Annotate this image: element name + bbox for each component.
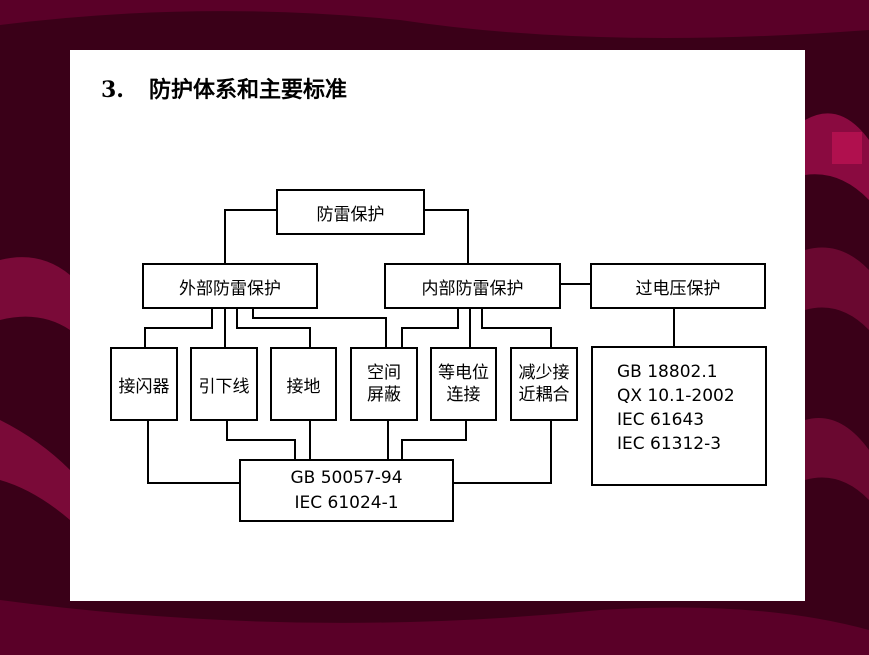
connector-airterminal-std: [147, 420, 240, 484]
connector-external-grounding: [236, 308, 311, 348]
connector-external-shielding: [252, 308, 387, 348]
box-reduce-coupling: 减少接 近耦合: [510, 347, 578, 421]
connector-internal-coupling: [481, 308, 552, 348]
box-reduce-coupling-line2: 近耦合: [518, 385, 570, 405]
box-overvoltage-protection: 过电压保护: [590, 263, 766, 309]
connector-coupling-std: [453, 420, 552, 484]
box-bonding: 等电位 连接: [430, 347, 497, 421]
box-air-terminal: 接闪器: [110, 347, 178, 421]
box-internal-protection-label: 内部防雷保护: [421, 278, 524, 299]
box-overvoltage-protection-label: 过电压保护: [635, 278, 721, 299]
title-number: 3.: [101, 77, 124, 103]
box-shielding-line1: 空间: [367, 363, 401, 383]
box-lightning-standards: GB 50057-94 IEC 61024-1: [239, 459, 454, 522]
box-reduce-coupling-line1: 减少接: [518, 363, 570, 383]
connector-root-external: [224, 209, 278, 264]
box-external-protection-label: 外部防雷保护: [179, 278, 281, 299]
box-lightning-protection: 防雷保护: [276, 189, 425, 235]
box-internal-protection: 内部防雷保护: [384, 263, 561, 309]
overvoltage-standard-3: IEC 61643: [617, 410, 705, 430]
box-external-protection: 外部防雷保护: [142, 263, 318, 309]
box-bonding-line1: 等电位: [438, 363, 489, 383]
overvoltage-standard-4: IEC 61312-3: [617, 434, 722, 454]
box-bonding-line2: 连接: [446, 385, 481, 405]
box-lightning-protection-label: 防雷保护: [316, 204, 385, 225]
box-shielding-line2: 屏蔽: [367, 385, 401, 405]
lightning-standard-2: IEC 61024-1: [294, 492, 399, 513]
overvoltage-standard-1: GB 18802.1: [617, 362, 718, 382]
box-down-conductor: 引下线: [190, 347, 258, 421]
connector-internal-bonding: [401, 308, 459, 348]
box-down-conductor-label: 引下线: [198, 376, 250, 397]
connector-downconductor-std: [226, 420, 296, 460]
title-text: 防护体系和主要标准: [149, 77, 348, 103]
box-shielding: 空间 屏蔽: [350, 347, 418, 421]
box-overvoltage-standards: GB 18802.1 QX 10.1-2002 IEC 61643 IEC 61…: [591, 346, 767, 486]
connector-bonding-std: [401, 420, 467, 460]
box-grounding-label: 接地: [286, 376, 321, 397]
slide-title: 3. 防护体系和主要标准: [101, 72, 347, 104]
lightning-standard-1: GB 50057-94: [290, 467, 403, 488]
box-air-terminal-label: 接闪器: [118, 376, 170, 397]
box-grounding: 接地: [270, 347, 337, 421]
slide: 3. 防护体系和主要标准: [70, 50, 805, 601]
overvoltage-standard-2: QX 10.1-2002: [617, 386, 735, 406]
connector-external-airterminal: [144, 308, 213, 348]
connector-lines: [144, 209, 675, 484]
connector-root-internal: [423, 209, 469, 264]
